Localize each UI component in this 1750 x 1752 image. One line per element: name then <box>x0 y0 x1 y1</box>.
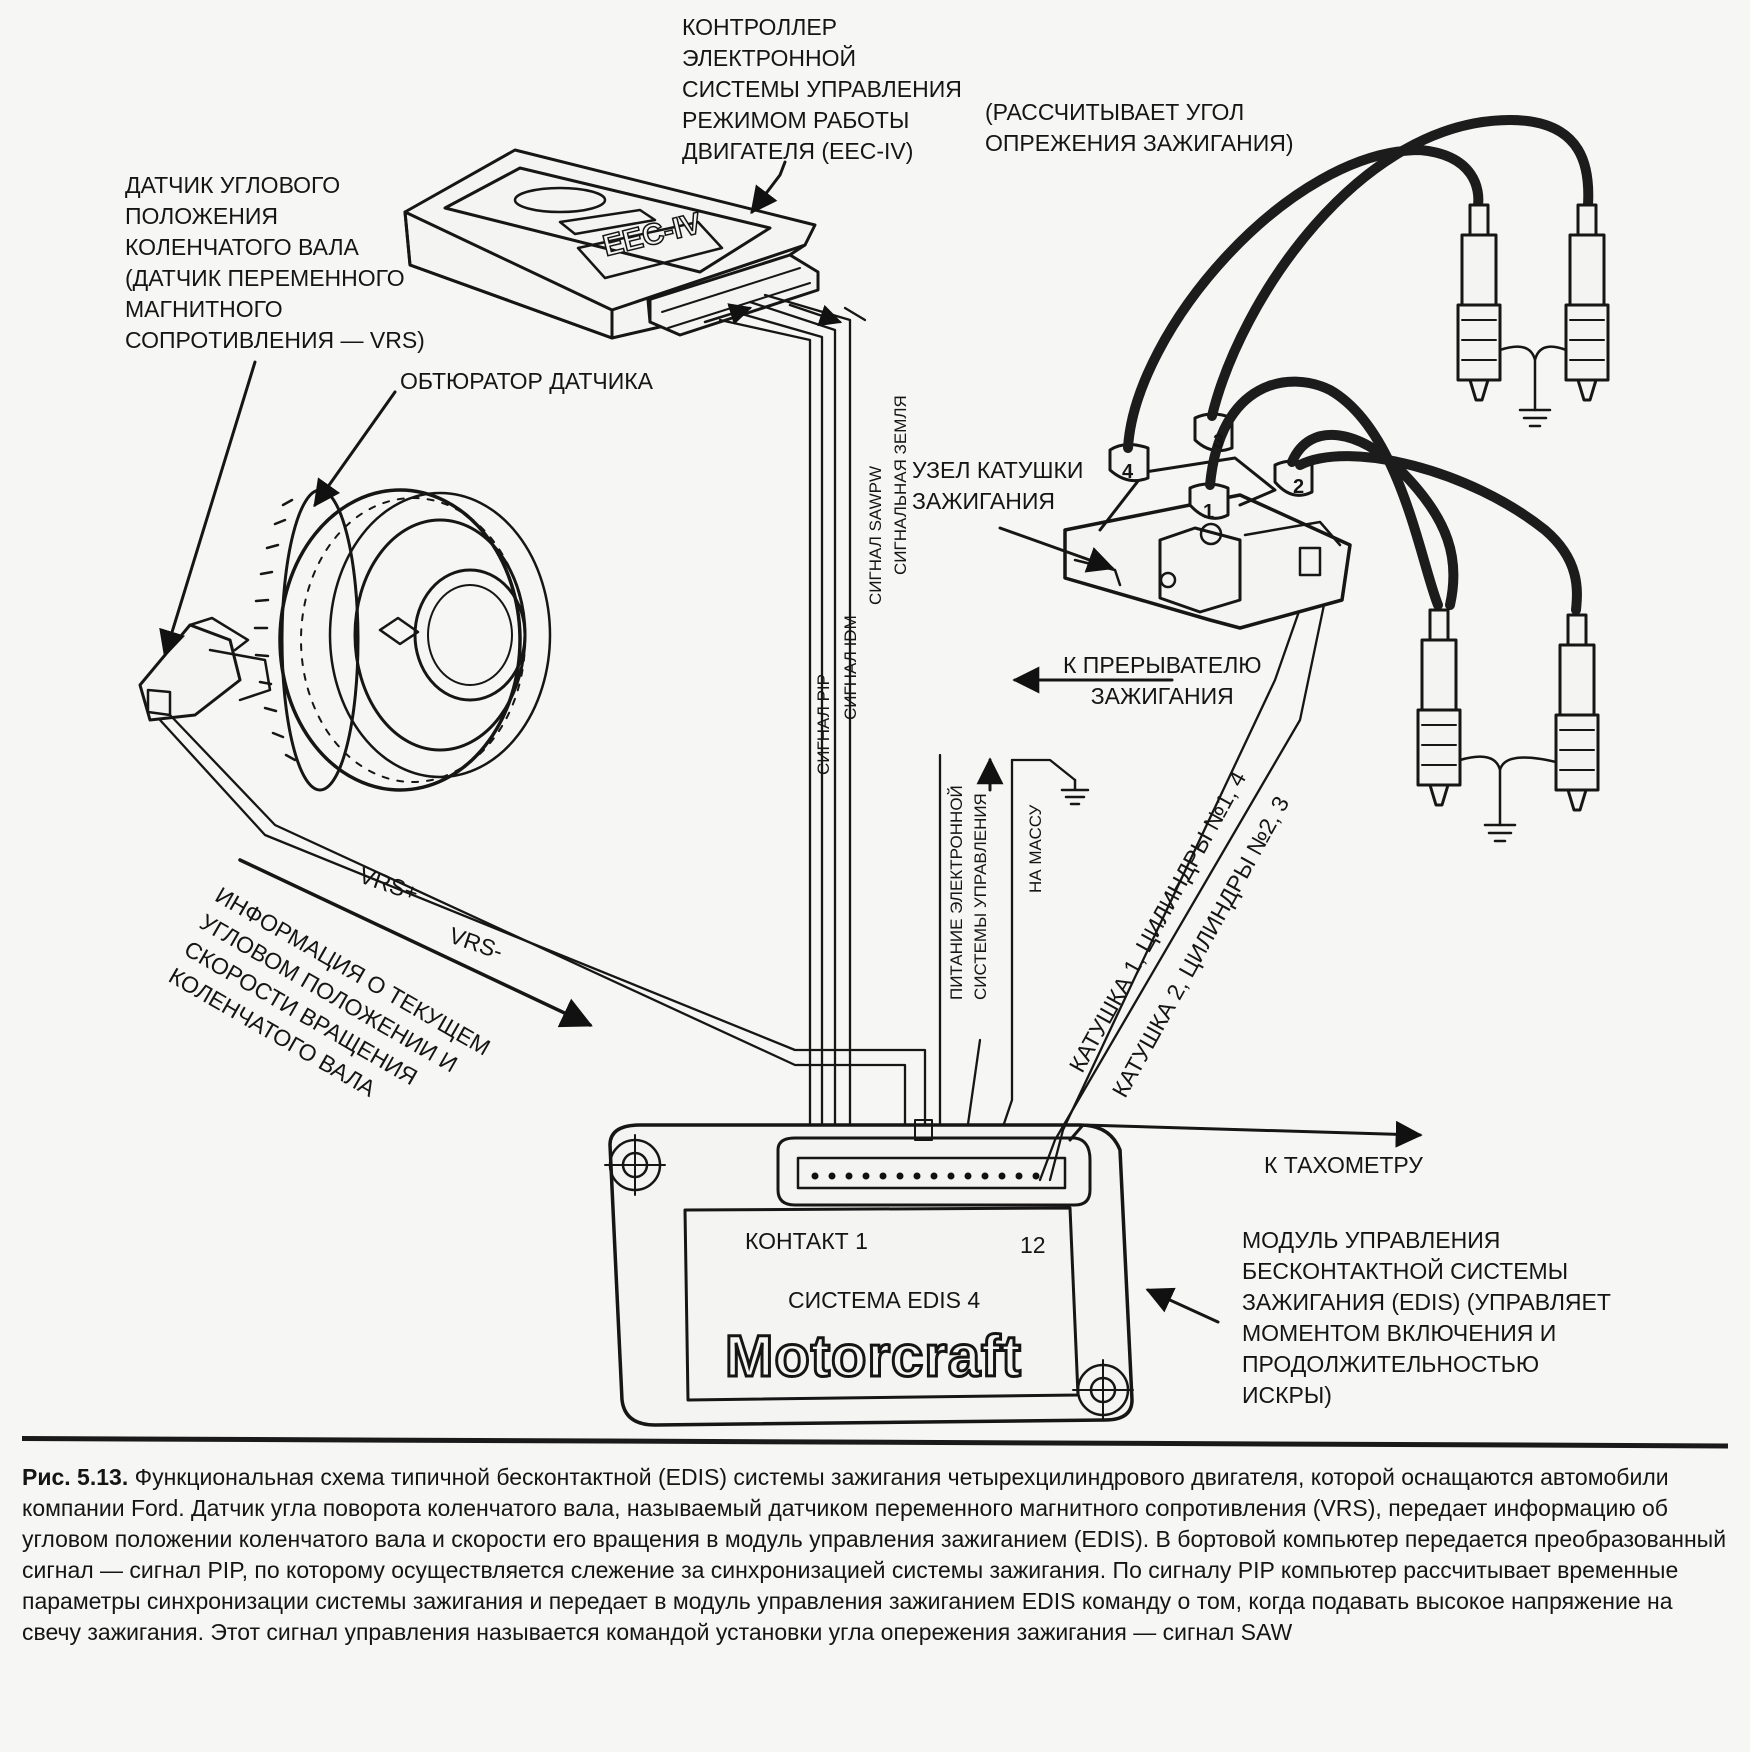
power-label: ПИТАНИЕ ЭЛЕКТРОННОЙ СИСТЕМЫ УПРАВЛЕНИЯ <box>947 785 990 1000</box>
coil-signal-wires <box>1038 578 1327 1182</box>
coil-tower-1: 1 <box>1203 501 1215 523</box>
coil-arrow <box>998 526 1115 573</box>
spark-plugs-lower <box>1416 608 1600 812</box>
vrs-sensor <box>138 616 272 722</box>
coil-tower-2: 2 <box>1293 476 1305 498</box>
sensor-arrow <box>159 360 257 658</box>
ht-leads <box>1123 115 1594 615</box>
edis-module-label: МОДУЛЬ УПРАВЛЕНИЯ БЕСКОНТАКТНОЙ СИСТЕМЫ … <box>1242 1227 1611 1408</box>
coil-tower-3: 3 <box>1213 431 1225 453</box>
eec-controller-label: КОНТРОЛЛЕР ЭЛЕКТРОННОЙ СИСТЕМЫ УПРАВЛЕНИ… <box>682 14 962 164</box>
to-mass-label: НА МАССУ <box>1026 804 1045 893</box>
obturator-arrow <box>313 390 397 508</box>
coil-tower-4: 4 <box>1122 461 1134 483</box>
crank-sensor-label: ДАТЧИК УГЛОВОГО ПОЛОЖЕНИЯ КОЛЕНЧАТОГО ВА… <box>125 172 425 353</box>
edis-module <box>604 1119 1134 1427</box>
vrs-info-arrow <box>238 858 593 1028</box>
signal-idm-label: СИГНАЛ IDM <box>841 615 860 720</box>
signal-ground-label: СИГНАЛЬНАЯ ЗЕМЛЯ <box>891 395 910 575</box>
eec-arrow <box>750 160 787 215</box>
motorcraft-logo: Motorcraft <box>724 1323 1023 1391</box>
contact1-label: КОНТАКТ 1 <box>745 1228 868 1254</box>
edis-system-label: СИСТЕМА EDIS 4 <box>788 1287 981 1313</box>
caption-text: Функциональная схема типичной бесконтакт… <box>22 1464 1727 1645</box>
figure-caption: Рис. 5.13. Функциональная схема типичной… <box>22 1462 1732 1648</box>
pin12-label: 12 <box>1020 1232 1046 1258</box>
obturator-wheel <box>253 488 552 792</box>
to-breaker-label: К ПРЕРЫВАТЕЛЮ ЗАЖИГАНИЯ <box>1063 652 1262 709</box>
signal-wires <box>718 293 867 1177</box>
vrs-wires <box>158 713 927 1162</box>
coil-unit-label: УЗЕЛ КАТУШКИ ЗАЖИГАНИЯ <box>912 457 1084 514</box>
tacho-arrow <box>1068 1120 1423 1148</box>
to-tacho-label: К ТАХОМЕТРУ <box>1264 1152 1423 1178</box>
edis-arrow <box>1145 1287 1220 1324</box>
ignition-angle-label: (РАССЧИТЫВАЕТ УГОЛ ОПРЕЖЕНИЯ ЗАЖИГАНИЯ) <box>985 99 1294 156</box>
ground-symbol <box>1060 778 1090 806</box>
eec-controller <box>403 148 820 340</box>
spark-plugs-upper <box>1456 203 1610 402</box>
obturator-label: ОБТЮРАТОР ДАТЧИКА <box>400 368 653 394</box>
caption-prefix: Рис. 5.13. <box>22 1464 129 1490</box>
